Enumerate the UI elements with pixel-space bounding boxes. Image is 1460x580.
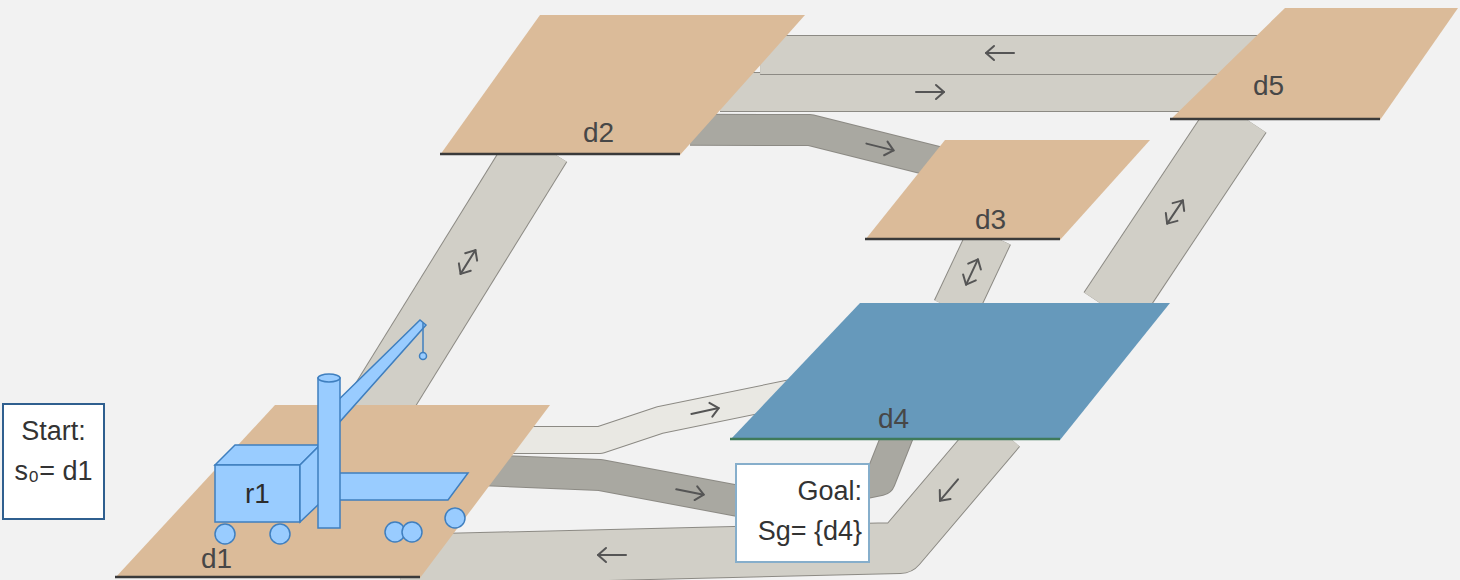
tile-surface — [440, 15, 805, 155]
road-edge — [690, 130, 950, 165]
arrow-head — [884, 142, 895, 158]
arrow-head — [1173, 196, 1189, 210]
tile-shape — [1170, 8, 1460, 120]
arrow-shaft — [986, 52, 1014, 54]
direction-arrow — [598, 548, 626, 562]
tile-shape — [440, 15, 805, 155]
robot-body-side — [300, 445, 320, 522]
arrow-head — [1161, 213, 1177, 227]
road — [690, 130, 950, 165]
crane-cable — [422, 323, 424, 352]
info-box: Goal:Sg= {d4} — [735, 463, 870, 563]
text-row: Start: — [10, 411, 97, 451]
tile-surface — [1170, 8, 1458, 120]
location-label: d1 — [201, 543, 232, 575]
robot-wheel — [215, 524, 235, 544]
road-surface — [690, 130, 950, 165]
direction-arrow — [935, 475, 964, 505]
arrow-shaft — [598, 554, 626, 556]
road — [760, 46, 1260, 60]
location-tile: d4 — [730, 303, 1170, 440]
arrow-head — [986, 46, 994, 60]
tile-surface — [865, 140, 1150, 240]
robot-wheel — [402, 522, 422, 542]
direction-arrow — [675, 482, 705, 501]
location-tile: d2 — [440, 15, 805, 155]
road-surface — [720, 73, 1230, 111]
direction-arrow — [1161, 196, 1188, 227]
arrow-head — [455, 263, 471, 277]
tile-edge — [440, 153, 680, 156]
arrow-head — [465, 246, 481, 260]
robot-label: r1 — [215, 465, 300, 522]
arrow-head — [695, 486, 706, 501]
location-label: d3 — [975, 204, 1006, 236]
box-heading: Start: — [21, 411, 86, 451]
arrow-head — [709, 401, 720, 416]
tile-surface — [730, 303, 1170, 440]
road-edge — [955, 235, 990, 310]
robot-crane: r1 — [200, 318, 480, 558]
tile-edge — [865, 238, 1060, 241]
direction-arrow — [986, 46, 1014, 60]
text-row: Goal: — [743, 471, 862, 511]
box-value: s₀= d1 — [14, 451, 92, 491]
road-surface — [955, 235, 990, 310]
tile-edge — [1170, 118, 1380, 121]
info-box: Start:s₀= d1 — [2, 403, 105, 520]
location-tile: d5 — [1170, 8, 1460, 120]
robot-body-front — [215, 465, 300, 522]
arrow-head — [968, 256, 984, 269]
box-heading: Goal: — [797, 471, 862, 511]
direction-arrow — [690, 401, 720, 421]
crane-hook — [420, 353, 427, 360]
tile-shape — [865, 140, 1150, 240]
arrow-head — [960, 274, 976, 287]
box-value: Sg= {d4} — [758, 511, 862, 551]
text-row: Sg= {d4} — [743, 511, 862, 551]
location-tile: d3 — [865, 140, 1150, 240]
arrow-head — [935, 490, 951, 505]
text-row: s₀= d1 — [10, 451, 97, 491]
direction-arrow — [455, 246, 482, 277]
crane-mast-top — [318, 374, 340, 382]
tile-edge — [115, 576, 420, 579]
road-edge — [370, 145, 540, 420]
road-surface — [370, 145, 540, 420]
road — [955, 235, 990, 310]
location-label: d4 — [878, 403, 909, 435]
arrow-head — [598, 548, 606, 562]
robot-wheel — [445, 508, 465, 528]
direction-arrow — [916, 85, 944, 99]
crane-mast — [318, 378, 340, 528]
road — [720, 85, 1230, 99]
road-surface — [760, 36, 1260, 74]
road — [370, 145, 540, 420]
road-edge — [760, 35, 1260, 75]
direction-arrow — [960, 256, 985, 287]
robot-wheel — [270, 524, 290, 544]
tile-edge — [730, 438, 1060, 441]
location-label: d5 — [1253, 70, 1284, 102]
tile-shape — [730, 303, 1170, 440]
arrow-head — [936, 85, 944, 99]
location-tile: d1 r1 — [115, 405, 550, 578]
arrow-shaft — [461, 250, 476, 274]
direction-arrow — [865, 137, 896, 157]
arrow-shaft — [1167, 200, 1183, 223]
robot-drawing — [200, 318, 480, 558]
arrow-shaft — [940, 479, 958, 500]
arrow-shaft — [916, 91, 944, 93]
location-label: d2 — [583, 117, 614, 149]
road-edge — [720, 72, 1230, 112]
